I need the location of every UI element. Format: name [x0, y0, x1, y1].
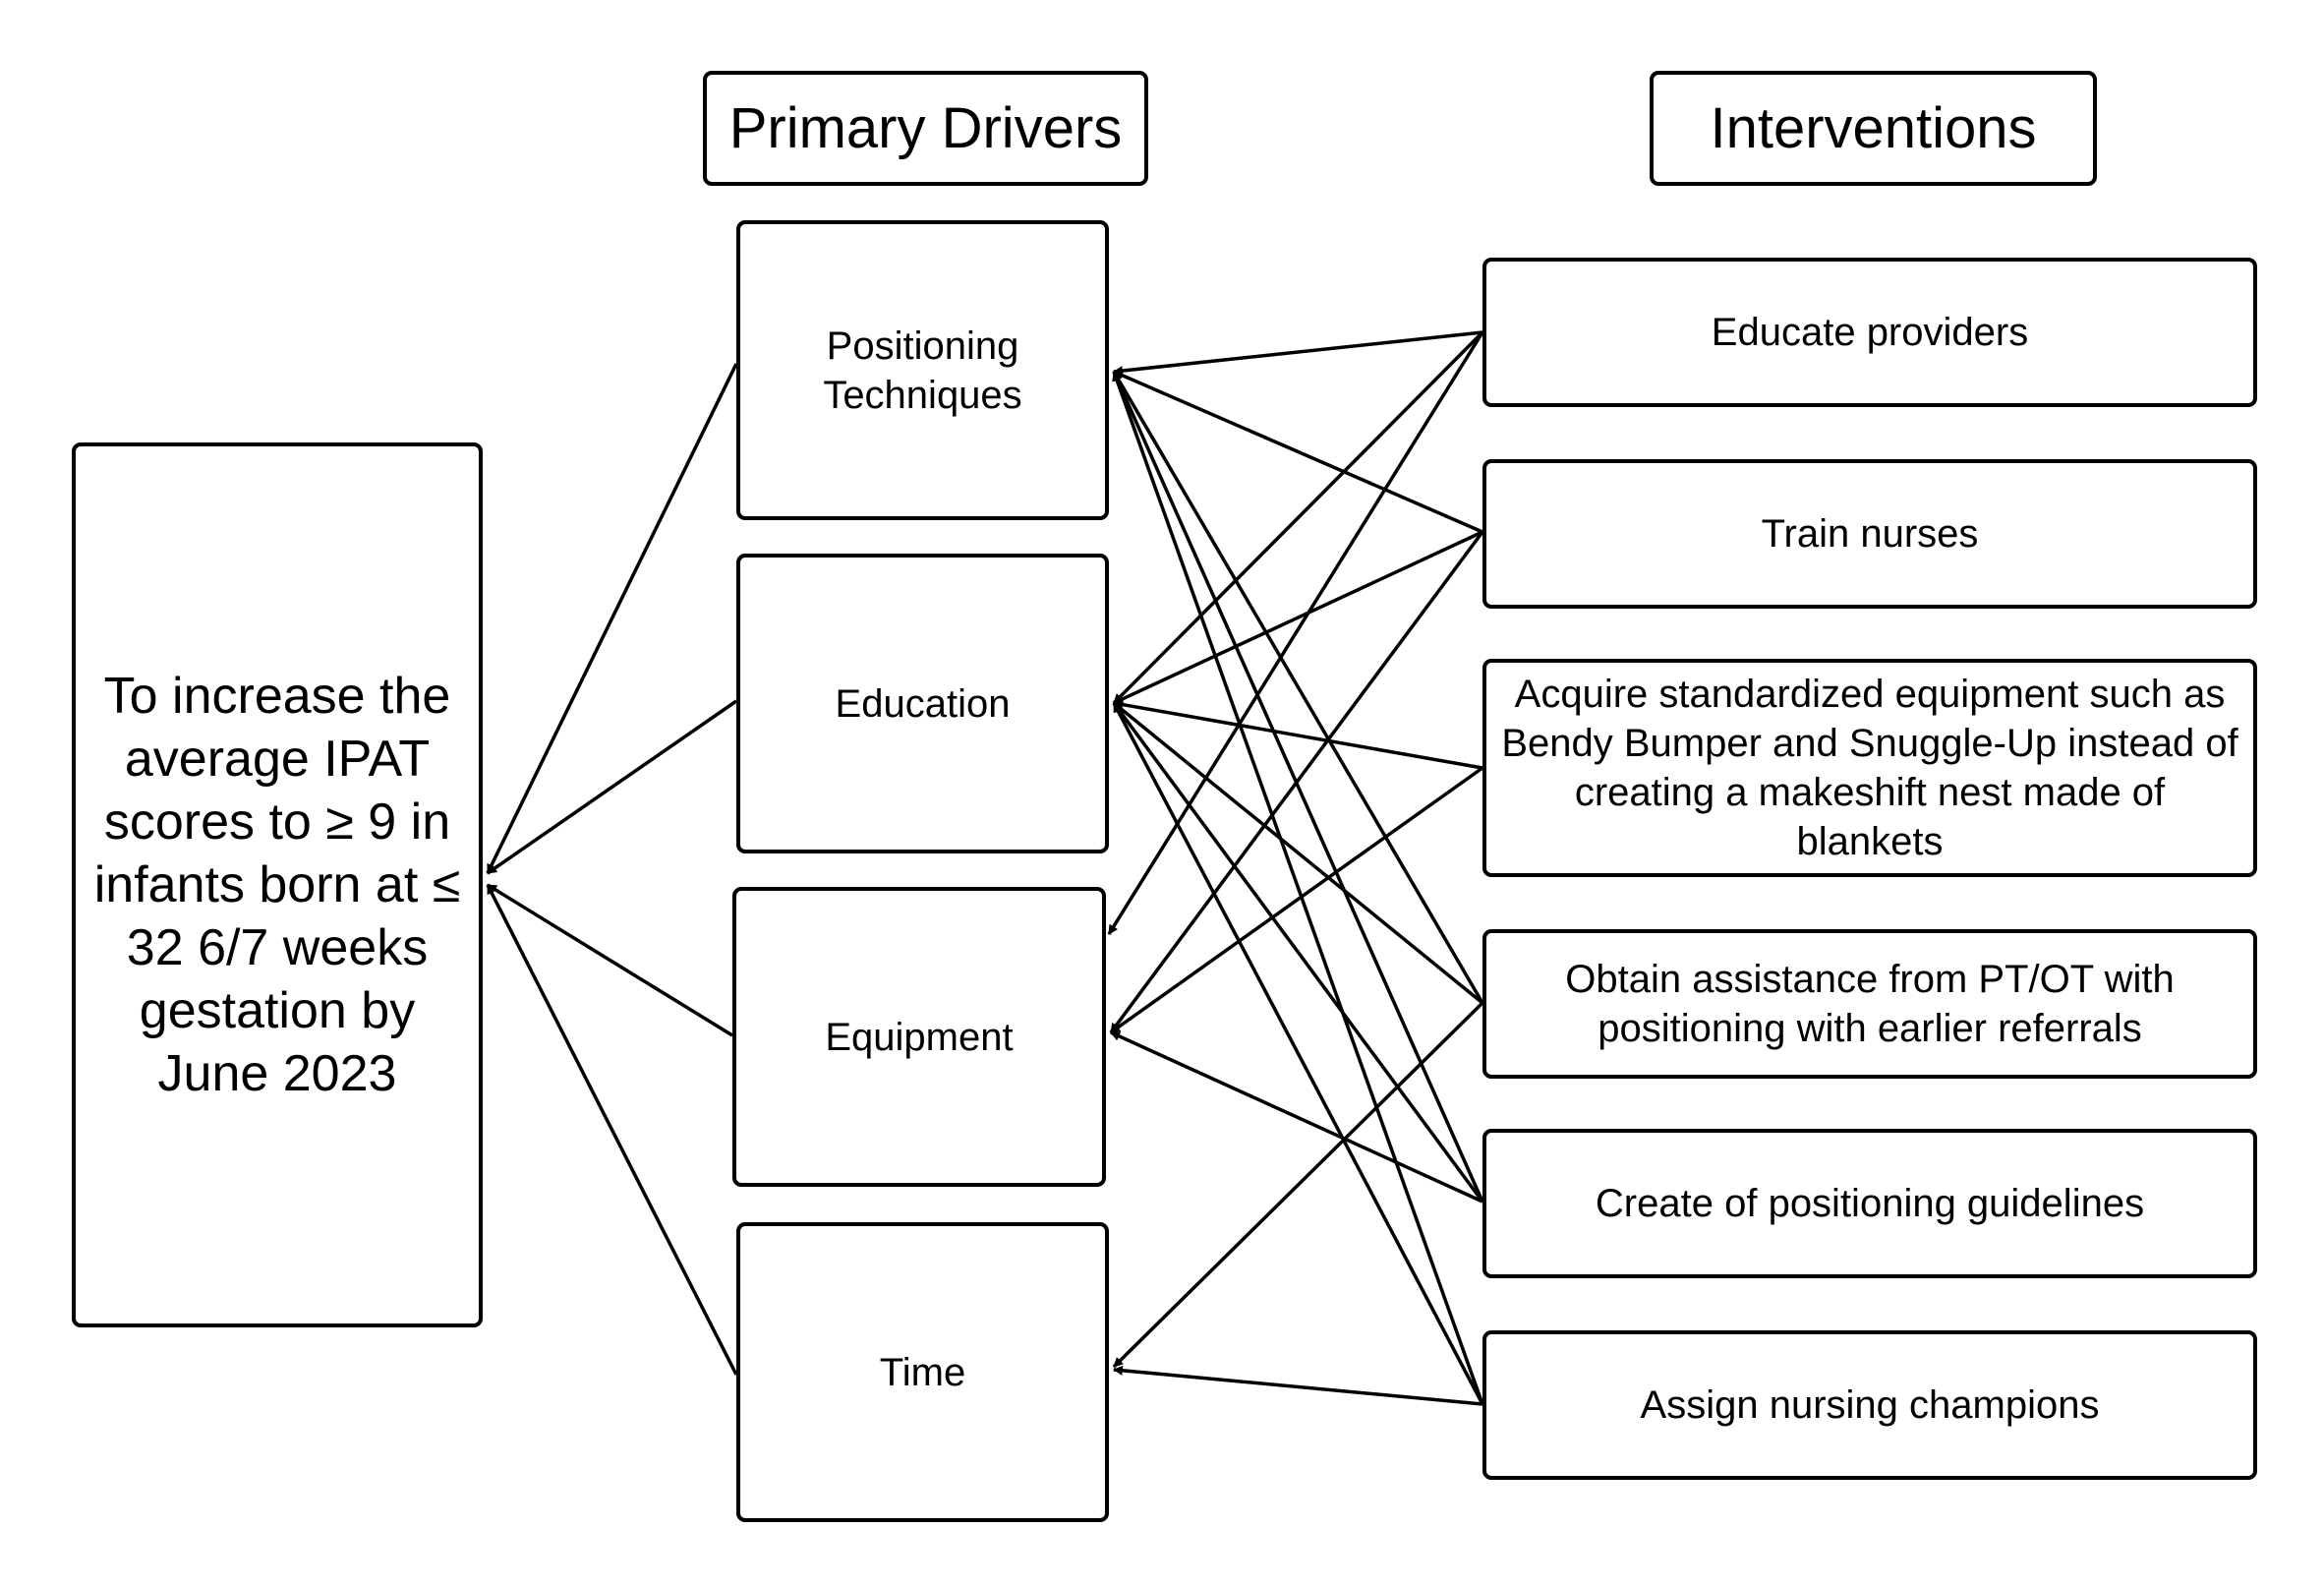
intervention-box-obtain: Obtain assistance from PT/OT with positi… [1482, 929, 2257, 1079]
interventions-header: Interventions [1650, 71, 2097, 186]
driver-box-time: Time [736, 1222, 1109, 1522]
driver-label-equipment: Equipment [825, 1015, 1014, 1059]
arrow-assign-to-positioning [1112, 371, 1484, 1405]
driver-label-positioning: Positioning Techniques [823, 323, 1022, 417]
arrow-educate-to-positioning [1113, 330, 1483, 377]
arrow-education-to-aim [487, 699, 737, 875]
arrow-educate-to-education [1112, 330, 1484, 705]
intervention-label-assign: Assign nursing champions [1640, 1383, 2100, 1427]
intervention-box-acquire: Acquire standardized equipment such as B… [1482, 659, 2257, 877]
arrow-train-to-education [1113, 530, 1483, 705]
intervention-label-train: Train nurses [1761, 512, 1979, 556]
intervention-box-educate: Educate providers [1482, 258, 2257, 407]
arrow-create-to-education [1112, 701, 1484, 1204]
driver-box-equipment: Equipment [732, 887, 1106, 1187]
aim-box: To increase the average IPAT scores to ≥… [72, 442, 483, 1327]
arrow-acquire-to-education [1113, 699, 1483, 770]
arrow-obtain-to-education [1112, 701, 1484, 1005]
arrow-obtain-to-time [1112, 1001, 1484, 1369]
arrow-train-to-equipment [1109, 530, 1484, 1034]
intervention-label-create: Create of positioning guidelines [1595, 1182, 2145, 1225]
aim-text: To increase the average IPAT scores to ≥… [93, 668, 461, 1102]
primary-drivers-header-label: Primary Drivers [728, 95, 1123, 160]
driver-box-positioning: Positioning Techniques [736, 220, 1109, 520]
arrow-assign-to-education [1112, 702, 1484, 1405]
arrow-create-to-positioning [1112, 371, 1484, 1203]
driver-box-education: Education [736, 554, 1109, 853]
intervention-label-obtain: Obtain assistance from PT/OT with positi… [1565, 958, 2175, 1050]
interventions-header-label: Interventions [1710, 95, 2037, 160]
primary-drivers-header: Primary Drivers [703, 71, 1148, 186]
arrow-positioning-to-aim [486, 363, 738, 874]
arrow-assign-to-time [1113, 1365, 1483, 1406]
intervention-label-acquire: Acquire standardized equipment such as B… [1501, 673, 2238, 863]
intervention-box-create: Create of positioning guidelines [1482, 1129, 2257, 1278]
arrow-obtain-to-positioning [1112, 371, 1484, 1004]
arrow-equipment-to-aim [487, 883, 733, 1037]
intervention-box-assign: Assign nursing champions [1482, 1330, 2257, 1480]
intervention-box-train: Train nurses [1482, 459, 2257, 609]
arrow-acquire-to-equipment [1109, 766, 1484, 1034]
intervention-label-educate: Educate providers [1711, 311, 2029, 354]
arrow-time-to-aim [486, 884, 738, 1376]
arrow-educate-to-equipment [1107, 331, 1484, 935]
driver-label-time: Time [879, 1350, 966, 1394]
driver-label-education: Education [835, 681, 1011, 726]
arrow-train-to-positioning [1113, 370, 1483, 534]
arrow-create-to-equipment [1110, 1030, 1483, 1204]
